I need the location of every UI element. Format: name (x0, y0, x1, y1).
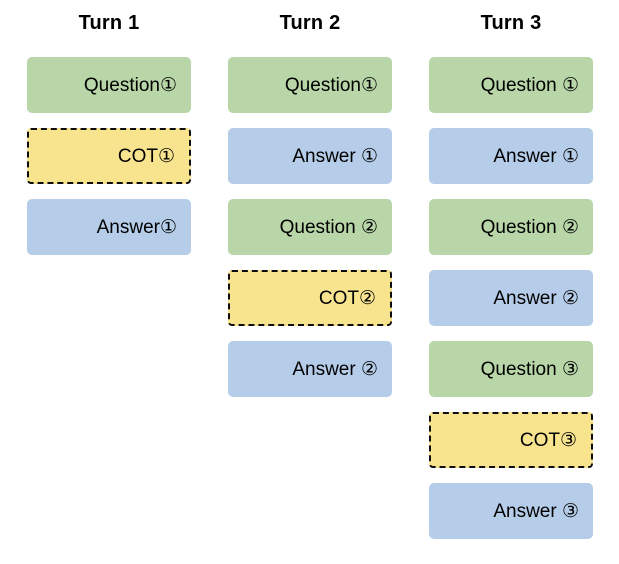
column-title: Turn 1 (78, 12, 140, 34)
cot-box: COT② (228, 270, 392, 326)
turn-column-2: Turn 2 Question① Answer ① Question ② COT② Ans… (228, 0, 392, 554)
question-box: Question① (27, 57, 191, 113)
answer-box: Answer① (27, 199, 191, 255)
column-title: Turn 2 (279, 12, 341, 34)
question-box: Question ③ (429, 341, 593, 397)
answer-box: Answer ② (429, 270, 593, 326)
question-box: Question ② (429, 199, 593, 255)
cot-box: COT① (27, 128, 191, 184)
question-box: Question① (228, 57, 392, 113)
question-box: Question ② (228, 199, 392, 255)
column-title: Turn 3 (480, 12, 542, 34)
answer-box: Answer ② (228, 341, 392, 397)
turns-diagram: Turn 1 Question① COT① Answer① Turn 2 Question… (27, 0, 593, 554)
turn-column-3: Turn 3 Question ① Answer ① Question ② Answer… (429, 0, 593, 554)
cot-box: COT③ (429, 412, 593, 468)
answer-box: Answer ① (228, 128, 392, 184)
turn-column-1: Turn 1 Question① COT① Answer① (27, 0, 191, 554)
answer-box: Answer ① (429, 128, 593, 184)
question-box: Question ① (429, 57, 593, 113)
answer-box: Answer ③ (429, 483, 593, 539)
